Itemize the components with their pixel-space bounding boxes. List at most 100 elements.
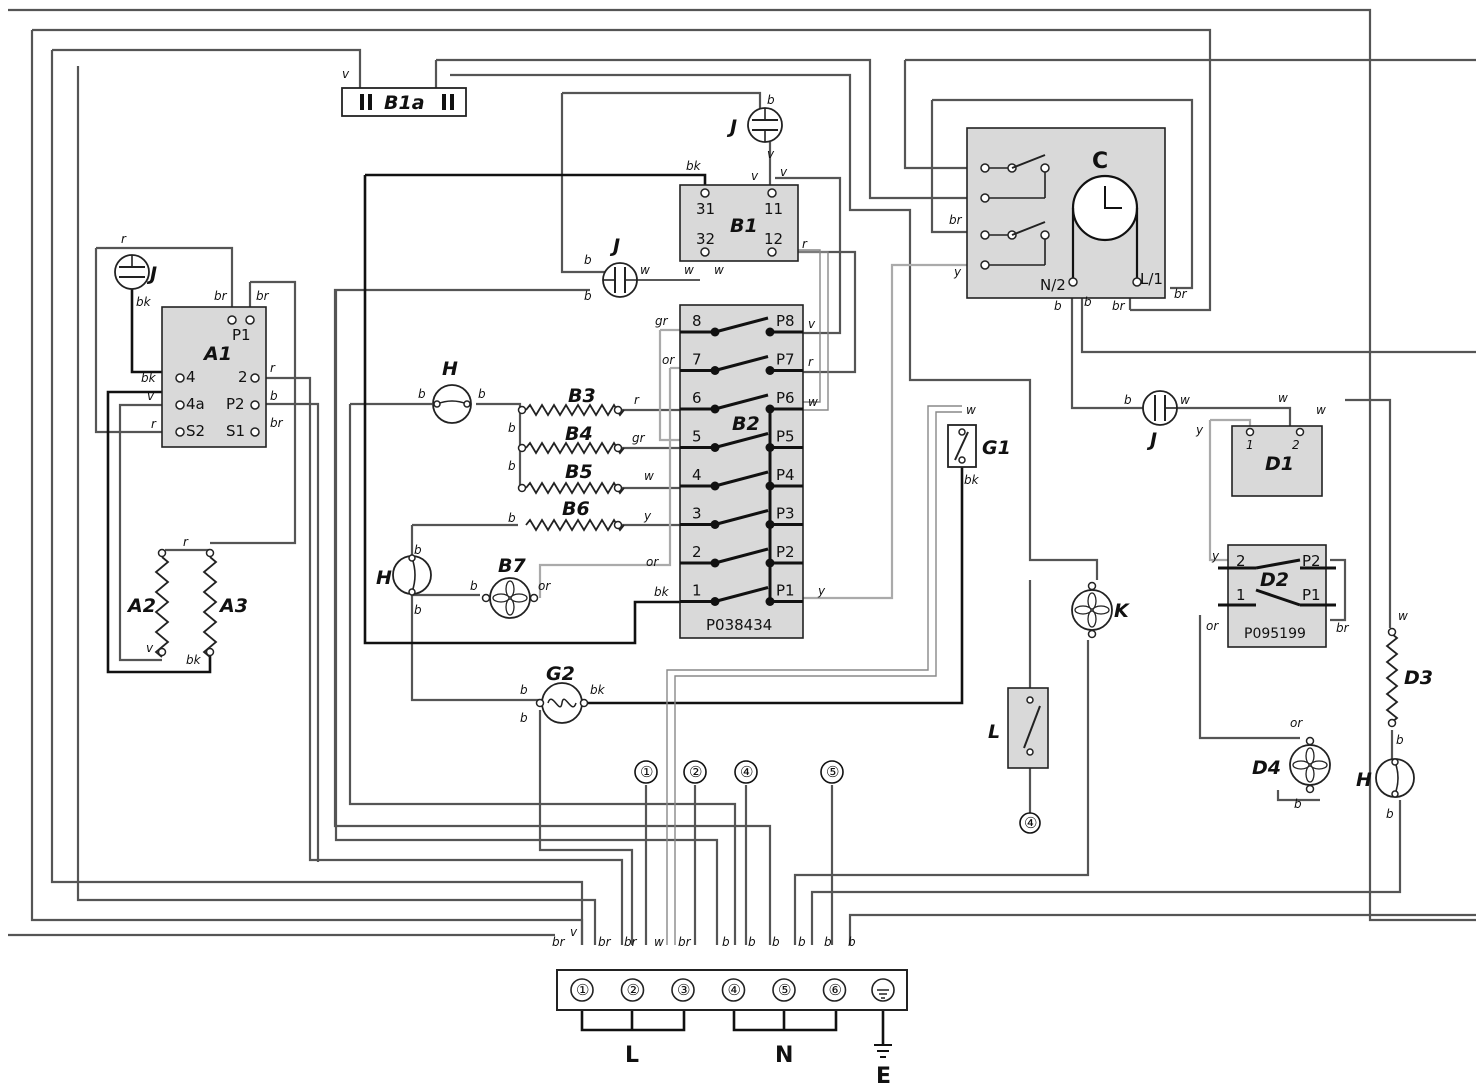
wire-label: b bbox=[1386, 807, 1394, 821]
terminal-wire-label: br bbox=[552, 935, 566, 949]
lamp-h-left: H bbox=[376, 554, 432, 596]
terminal-number: ⑥ bbox=[829, 981, 842, 999]
wire-label: w bbox=[644, 469, 654, 483]
wire-label: w bbox=[684, 263, 694, 277]
ref-1: ① bbox=[640, 763, 653, 781]
capacitor-j-top: J bbox=[726, 107, 783, 143]
b2-node bbox=[710, 366, 720, 375]
b2-contact-blade bbox=[714, 470, 769, 488]
thermostat-g2: G2 bbox=[535, 663, 589, 724]
wire-label: br bbox=[214, 289, 228, 303]
a1-pin-2: 2 bbox=[238, 368, 248, 386]
ref-5: ⑤ bbox=[826, 763, 839, 781]
h-left-label: H bbox=[376, 567, 392, 589]
earth-label: E bbox=[876, 1064, 891, 1087]
b1-pin-11: 11 bbox=[764, 200, 783, 218]
terminal-wire-label: b bbox=[848, 935, 856, 949]
wire-label: w bbox=[808, 395, 818, 409]
terminal-ring bbox=[671, 978, 695, 1002]
d4-label: D4 bbox=[1252, 757, 1281, 779]
wire-label: b bbox=[508, 421, 516, 435]
wire-label: b bbox=[508, 459, 516, 473]
d1-label: D1 bbox=[1265, 453, 1294, 475]
b2-right-pin: P4 bbox=[776, 466, 795, 484]
wire-label: b bbox=[470, 579, 478, 593]
b2-node bbox=[710, 481, 720, 491]
b2-contact-blade bbox=[714, 432, 769, 449]
b2-label: B2 bbox=[732, 413, 760, 435]
b2-contact-blade bbox=[714, 355, 769, 372]
wire-label: or bbox=[662, 353, 675, 367]
b2-contact-blade bbox=[714, 547, 769, 565]
wire-label: b bbox=[270, 389, 278, 403]
d1-module: 1 2 D1 bbox=[1231, 425, 1323, 497]
wire-label: w bbox=[1398, 609, 1408, 623]
wire-label: r bbox=[808, 355, 814, 369]
b1a-connector: B1a bbox=[341, 87, 467, 117]
terminal-number: ② bbox=[627, 981, 640, 999]
b2-left-pin: 1 bbox=[692, 582, 702, 600]
d1-pin-2: 2 bbox=[1292, 438, 1300, 452]
j-right-label: J bbox=[1146, 429, 1157, 451]
b1-relay: 31 11 32 12 B1 bbox=[679, 184, 799, 262]
heater-b4: B4 bbox=[517, 423, 625, 455]
wire-label: b bbox=[418, 387, 426, 401]
wire-label: w bbox=[1278, 391, 1288, 405]
wire-label: v bbox=[767, 147, 775, 161]
b2-node bbox=[765, 366, 775, 375]
wire-label: w bbox=[966, 403, 976, 417]
b2-left-pin: 7 bbox=[692, 351, 702, 369]
b2-right-pin: P5 bbox=[776, 428, 795, 446]
a1-pin-4: 4 bbox=[186, 368, 196, 386]
a1-pin-4a: 4a bbox=[186, 395, 205, 413]
b2-left-pin: 5 bbox=[692, 428, 702, 446]
b2-node bbox=[710, 327, 720, 337]
b2-node bbox=[765, 327, 775, 337]
b1-label: B1 bbox=[730, 215, 758, 237]
wire-label: b bbox=[584, 253, 592, 267]
wire-label: or bbox=[646, 555, 659, 569]
a1-label: A1 bbox=[202, 343, 232, 365]
b2-node bbox=[710, 520, 720, 529]
j-top-label: J bbox=[726, 116, 737, 138]
wire-label: w bbox=[1316, 403, 1326, 417]
wire-label: b bbox=[1124, 393, 1132, 407]
wire-label: br bbox=[1112, 299, 1126, 313]
wire-label: b bbox=[584, 289, 592, 303]
terminal-wire-label: w bbox=[654, 935, 664, 949]
d2-pin-2: 2 bbox=[1236, 552, 1246, 570]
terminal-ring bbox=[620, 978, 645, 1002]
a2-label: A2 bbox=[126, 595, 156, 617]
wire-label: bk bbox=[964, 473, 980, 487]
a3-label: A3 bbox=[218, 595, 248, 617]
terminal-wire-label: b bbox=[824, 935, 832, 949]
terminal-wire-label: br bbox=[678, 935, 692, 949]
d3-label: D3 bbox=[1404, 667, 1433, 689]
lamp-h-top: H bbox=[432, 358, 472, 424]
wire-label: w bbox=[640, 263, 650, 277]
b1-pin-31: 31 bbox=[696, 200, 715, 218]
terminal-wire-label: v bbox=[570, 925, 578, 939]
wire-label: v bbox=[751, 169, 759, 183]
d2-pin-1: 1 bbox=[1236, 586, 1246, 604]
b2-left-pin: 6 bbox=[692, 389, 702, 407]
terminal-wire-label: b bbox=[748, 935, 756, 949]
b2-contact-blade bbox=[714, 316, 769, 334]
wire-label: v bbox=[808, 317, 816, 331]
terminal-number: ④ bbox=[728, 981, 741, 999]
wire-label: bk bbox=[590, 683, 606, 697]
g1-label: G1 bbox=[982, 437, 1011, 459]
terminal-wire-label: br bbox=[624, 935, 638, 949]
a1-pin-s1: S1 bbox=[226, 422, 245, 440]
terminal-wire-label: br bbox=[598, 935, 612, 949]
wire-label: v bbox=[342, 67, 350, 81]
b3-label: B3 bbox=[568, 385, 596, 407]
b6-label: B6 bbox=[562, 498, 590, 520]
terminal-number: ⑤ bbox=[778, 981, 791, 999]
a1-pin-s2: S2 bbox=[186, 422, 205, 440]
c-pin-n2: N/2 bbox=[1040, 276, 1066, 294]
wire-label: b bbox=[520, 711, 528, 725]
b2-left-pin: 3 bbox=[692, 505, 702, 523]
coil-a2: A2 bbox=[126, 548, 170, 658]
